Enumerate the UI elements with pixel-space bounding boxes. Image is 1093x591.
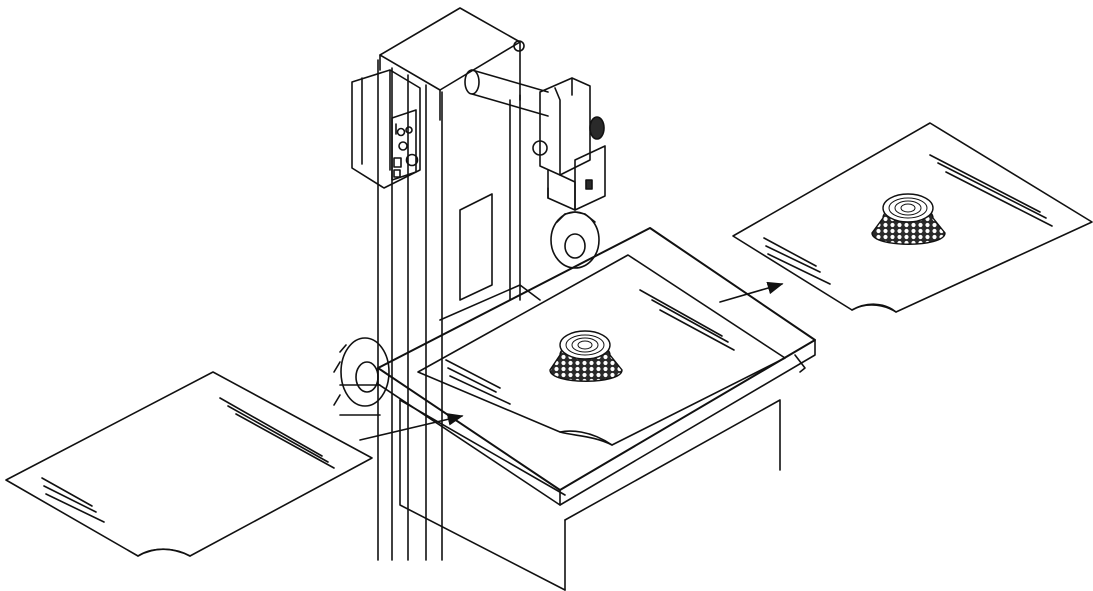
output-sheet bbox=[732, 122, 1093, 313]
specimen-on-table bbox=[549, 330, 623, 382]
feed-in-arrow bbox=[359, 413, 464, 441]
input-sheet bbox=[5, 371, 373, 557]
exposure-sheet bbox=[417, 254, 786, 446]
camera-arm-bracket bbox=[464, 69, 606, 211]
control-box bbox=[351, 69, 421, 189]
specimen-on-output-sheet bbox=[871, 193, 946, 245]
exit-arrow bbox=[719, 281, 784, 303]
film-holder-table bbox=[377, 227, 816, 591]
